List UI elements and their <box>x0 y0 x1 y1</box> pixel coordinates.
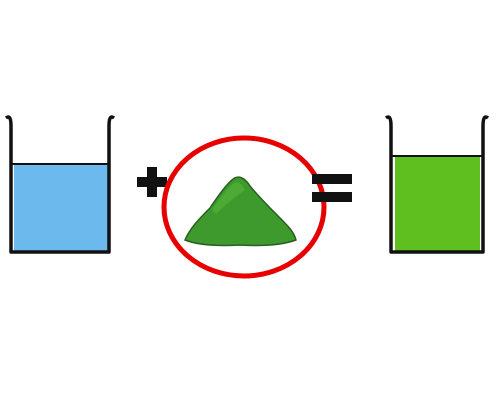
left-beaker-liquid <box>14 164 109 251</box>
right-beaker-glass <box>384 115 490 254</box>
right-beaker-liquid <box>395 156 480 251</box>
right-beaker <box>384 115 490 254</box>
left-beaker-glass <box>4 115 116 254</box>
plus-vertical-bar <box>147 167 157 197</box>
equals-top-bar <box>312 174 352 184</box>
powder-pile-highlight <box>212 182 245 214</box>
left-beaker <box>4 115 116 254</box>
plus-sign <box>137 167 167 197</box>
equals-bottom-bar <box>312 192 352 202</box>
equals-sign <box>312 174 352 202</box>
powder-pile <box>184 176 297 247</box>
powder-pile-body <box>184 176 297 247</box>
highlight-circle <box>161 135 327 279</box>
